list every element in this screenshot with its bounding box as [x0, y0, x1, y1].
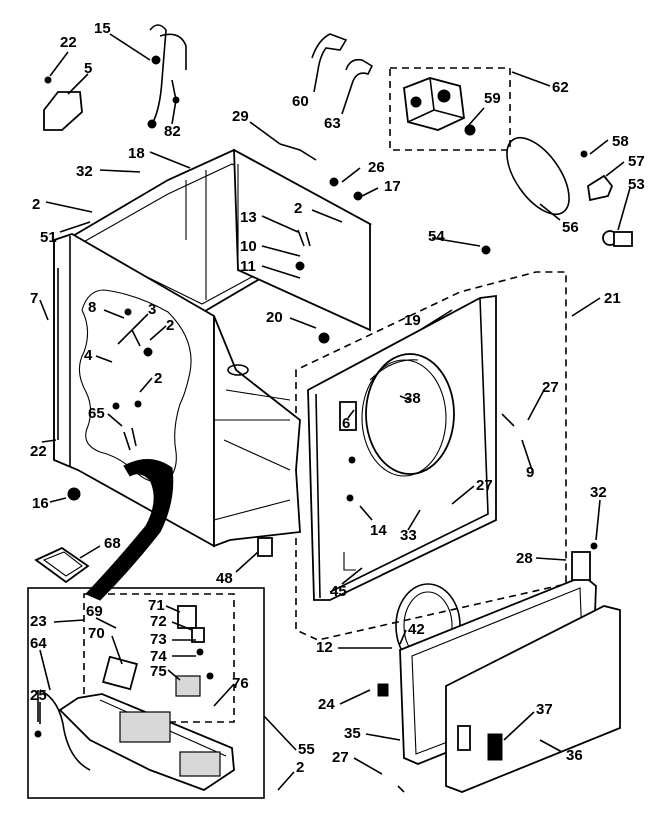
bracket-part-5 [43, 76, 83, 131]
idler-pulley-53 [602, 230, 633, 247]
callout-48: 48 [216, 570, 233, 587]
front-panel-19 [307, 294, 515, 601]
front-panel-group-box [295, 271, 567, 641]
callout-55: 55 [298, 741, 315, 758]
callout-63: 63 [324, 115, 341, 132]
callout-25: 25 [30, 687, 47, 704]
vent-part-68 [34, 546, 90, 584]
callout-51: 51 [40, 229, 57, 246]
callout-60: 60 [292, 93, 309, 110]
callout-59: 59 [484, 90, 501, 107]
callout-38: 38 [404, 390, 421, 407]
callout-58: 58 [612, 133, 629, 150]
cabinet-base [213, 315, 301, 548]
callout-74: 74 [150, 648, 167, 665]
callout-27-bottom: 27 [332, 749, 349, 766]
cabinet-hardware [67, 143, 491, 557]
callout-62: 62 [552, 79, 569, 96]
control-group-box [27, 587, 265, 799]
callout-27-right: 27 [542, 379, 559, 396]
callout-labels: 22 5 15 82 60 63 62 59 29 26 17 18 32 2 … [30, 20, 645, 776]
callout-53: 53 [628, 176, 645, 193]
callout-27-mid: 27 [476, 477, 493, 494]
leader-lines [39, 33, 631, 791]
callout-22-top: 22 [60, 34, 77, 51]
callout-35: 35 [344, 725, 361, 742]
callout-16: 16 [32, 495, 49, 512]
callout-28: 28 [516, 550, 533, 567]
exhaust-duct [85, 459, 174, 601]
motor-group-box [389, 67, 511, 151]
callout-9: 9 [526, 464, 534, 481]
callout-5: 5 [84, 60, 92, 77]
callout-2-top: 2 [294, 200, 302, 217]
callout-71: 71 [148, 597, 165, 614]
callout-22-bottom: 22 [30, 443, 47, 460]
callout-76: 76 [232, 675, 249, 692]
callout-36: 36 [566, 747, 583, 764]
callout-11: 11 [240, 258, 256, 275]
callout-6: 6 [342, 415, 350, 432]
callout-12: 12 [316, 639, 333, 656]
door-outer-36 [445, 605, 621, 793]
callout-23: 23 [30, 613, 47, 630]
callout-10: 10 [240, 238, 257, 255]
callout-18: 18 [128, 145, 145, 162]
clip-parts-60-63 [311, 33, 374, 85]
callout-7: 7 [30, 290, 38, 307]
callout-24: 24 [318, 696, 335, 713]
door-small-parts [377, 542, 598, 793]
callout-33: 33 [400, 527, 417, 544]
callout-42: 42 [408, 621, 425, 638]
callout-72: 72 [150, 613, 167, 630]
callout-26: 26 [368, 159, 385, 176]
callout-37: 37 [536, 701, 553, 718]
callout-15: 15 [94, 20, 111, 37]
callout-75: 75 [150, 663, 167, 680]
callout-32-right: 32 [590, 484, 607, 501]
callout-21: 21 [604, 290, 621, 307]
callout-57: 57 [628, 153, 645, 170]
control-panel-55 [34, 605, 235, 792]
idler-bracket-57 [580, 150, 614, 202]
callout-29: 29 [232, 108, 249, 125]
callout-8: 8 [88, 299, 96, 316]
callout-65: 65 [88, 405, 105, 422]
callout-14: 14 [370, 522, 387, 539]
callout-20: 20 [266, 309, 283, 326]
callout-68: 68 [104, 535, 121, 552]
callout-70: 70 [88, 625, 105, 642]
callout-2-side-b: 2 [154, 370, 162, 387]
motor-part-59 [403, 77, 476, 136]
callout-82: 82 [164, 123, 181, 140]
callout-54: 54 [428, 228, 445, 245]
callout-69: 69 [86, 603, 103, 620]
callout-3: 3 [148, 301, 156, 318]
callout-64: 64 [30, 635, 47, 652]
callout-45: 45 [330, 583, 347, 600]
callout-19: 19 [404, 312, 421, 329]
callout-73: 73 [150, 631, 167, 648]
callout-4: 4 [84, 347, 93, 364]
callout-17: 17 [384, 178, 401, 195]
callout-32-top: 32 [76, 163, 93, 180]
callout-2-side-a: 2 [166, 317, 174, 334]
callout-2-bottom: 2 [296, 759, 304, 776]
drive-belt-56 [506, 137, 570, 215]
harness-part-15 [147, 24, 187, 129]
callout-56: 56 [562, 219, 579, 236]
callout-2-left: 2 [32, 196, 40, 213]
callout-13: 13 [240, 209, 257, 226]
